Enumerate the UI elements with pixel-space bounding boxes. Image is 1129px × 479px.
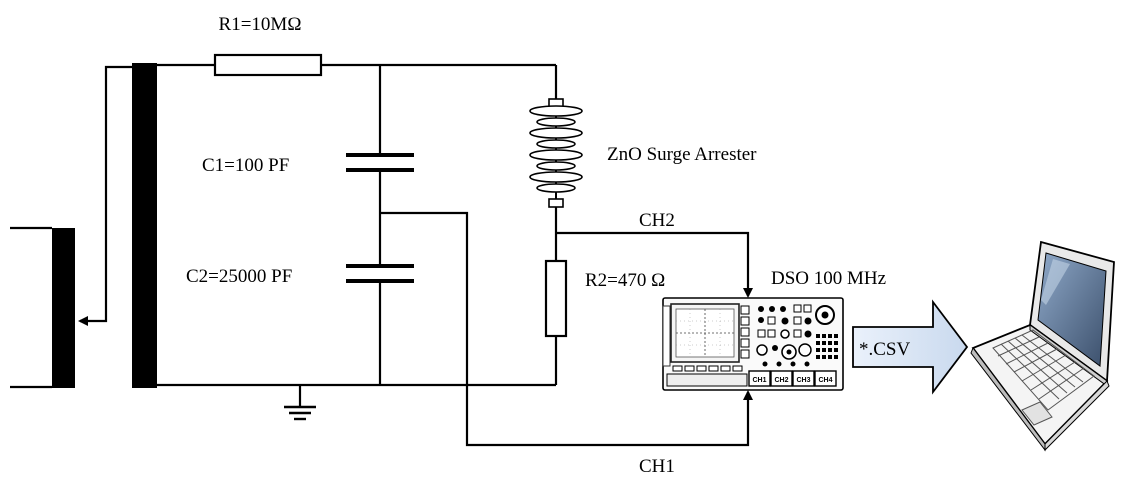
r2-label: R2=470 Ω: [585, 270, 665, 291]
surge-arrester: [529, 98, 583, 208]
transformer-secondary-core: [132, 63, 157, 388]
c2-label: C2=25000 PF: [186, 266, 292, 287]
circuit-wires: [157, 63, 753, 447]
r1-label: R1=10MΩ: [219, 14, 302, 35]
variable-transformer: [10, 63, 157, 389]
ch2-label: CH2: [639, 210, 675, 231]
channel-label-ch2: CH2: [774, 377, 788, 384]
channel-label-ch1: CH1: [752, 377, 766, 384]
oscilloscope-icon: CH1 CH2 CH3 CH4: [662, 297, 844, 391]
r1-resistor: [213, 53, 323, 77]
c1-label: C1=100 PF: [202, 155, 289, 176]
channel-button-ch4: [814, 370, 837, 387]
r2-resistor: [544, 259, 568, 338]
c2-capacitor: [346, 264, 414, 283]
ch1-label: CH1: [639, 456, 675, 477]
channel-button-ch2: [770, 370, 793, 387]
csv-transfer-arrow: [852, 299, 969, 395]
tap-wire: [78, 65, 132, 326]
ch1-probe-wire: [380, 211, 753, 447]
csv-label: *.CSV: [859, 339, 910, 360]
laptop-icon: [970, 240, 1115, 452]
ch2-probe-wire: [556, 231, 753, 298]
arrester-label: ZnO Surge Arrester: [607, 144, 757, 165]
oscilloscope-screen: [670, 303, 740, 363]
transformer-primary-core: [52, 228, 75, 388]
channel-button-ch3: [792, 370, 815, 387]
dso-label: DSO 100 MHz: [771, 268, 886, 289]
ground-icon: [284, 385, 316, 421]
channel-button-ch1: [748, 370, 771, 387]
c1-capacitor: [346, 153, 414, 172]
channel-label-ch3: CH3: [796, 377, 810, 384]
channel-label-ch4: CH4: [818, 377, 832, 384]
